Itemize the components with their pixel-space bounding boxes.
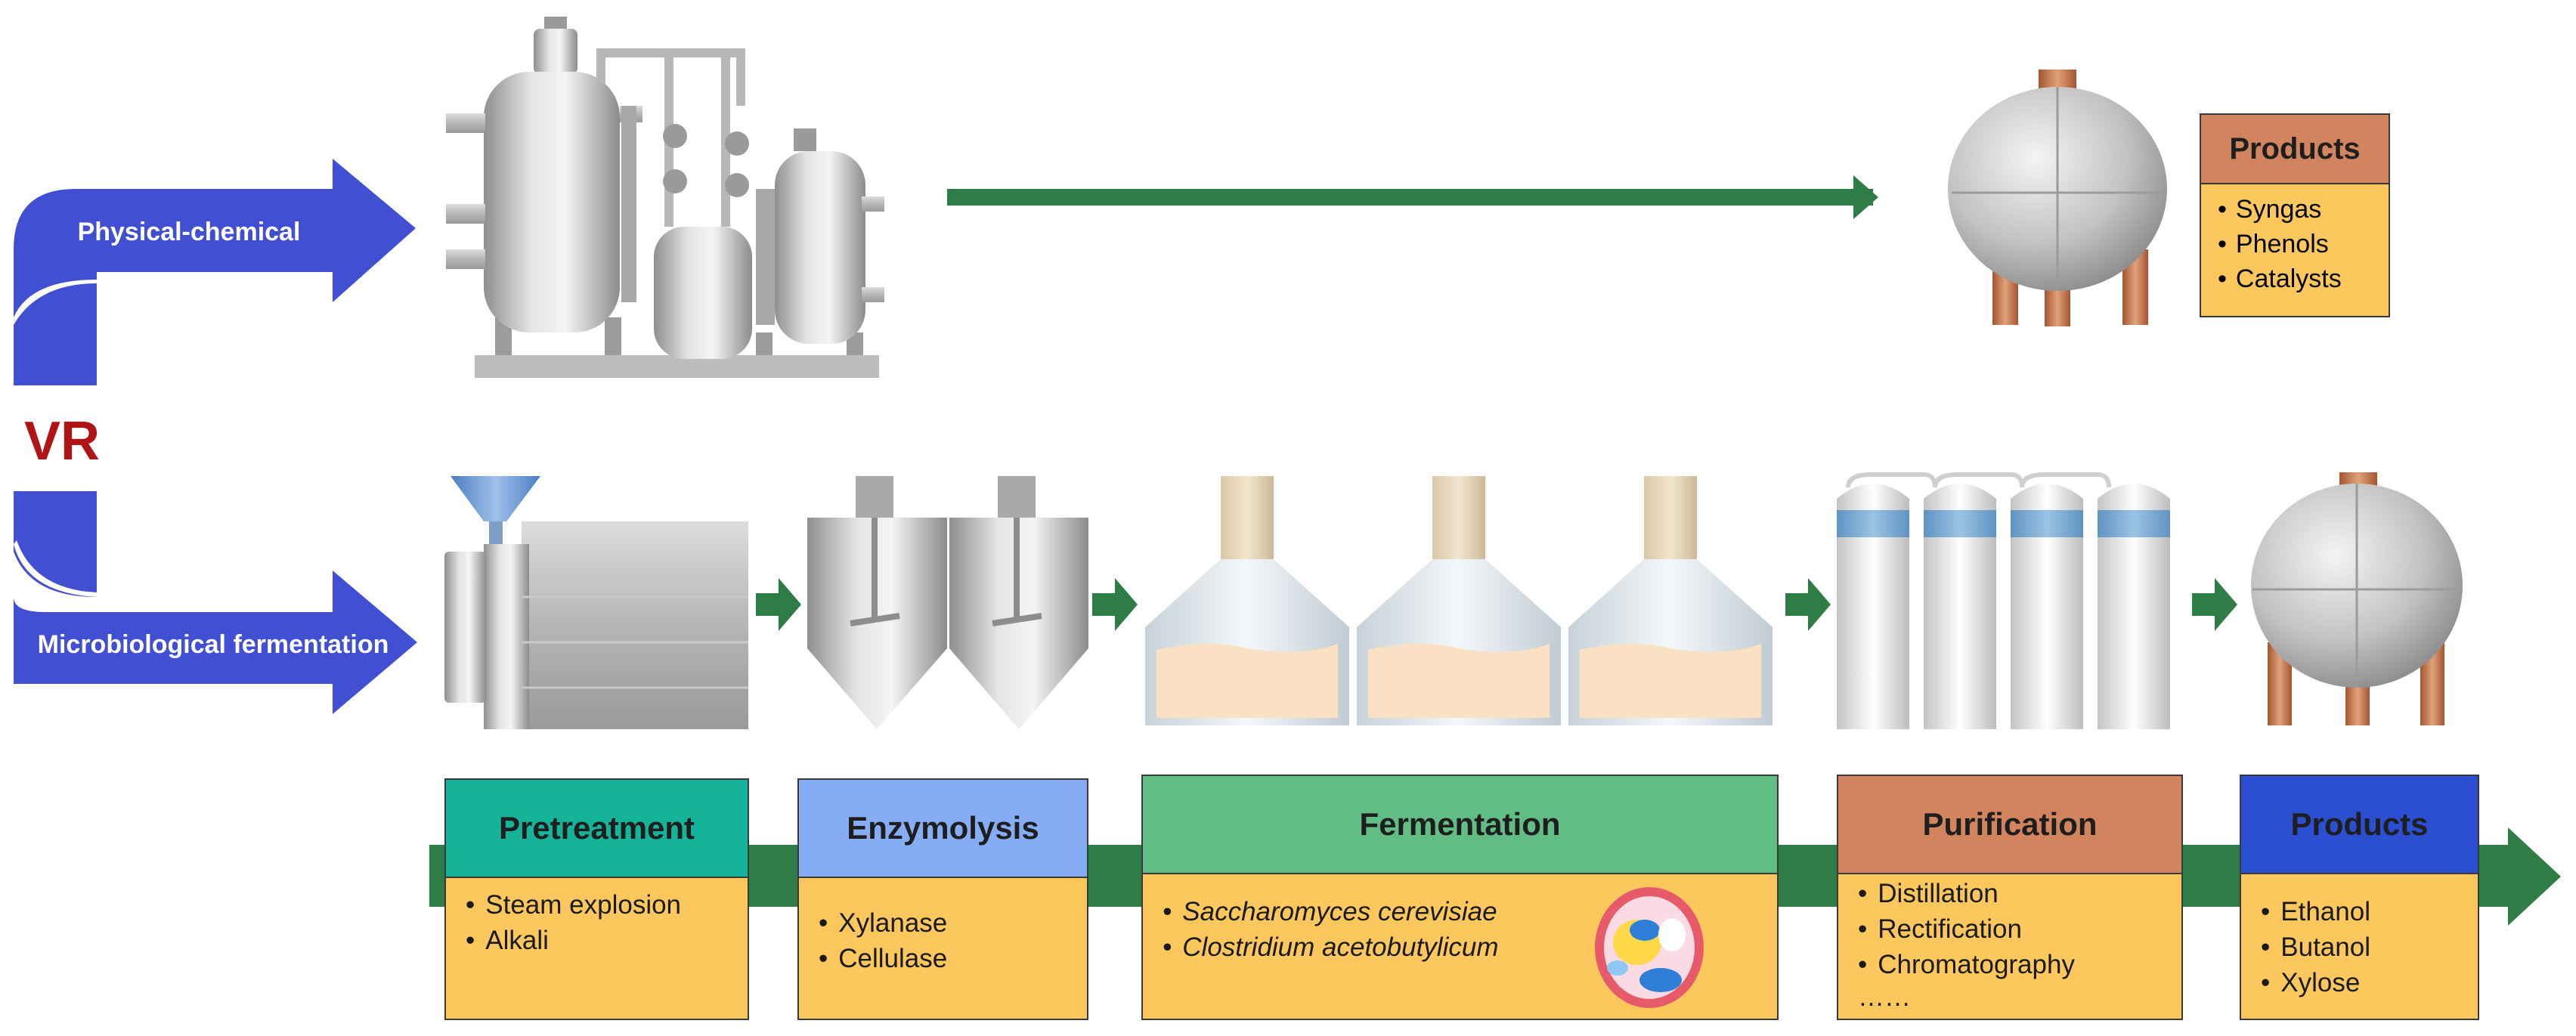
stage-items: Distillation Rectification Chromatograph… [1838,874,2181,1022]
flow-arrow-top [947,175,1878,219]
flow-arrow-small [756,578,801,631]
top-products-box: Products Syngas Phenols Catalysts [2200,113,2390,317]
top-products-list: Syngas Phenols Catalysts [2201,184,2389,304]
stage-fermentation: Fermentation Saccharomyces cerevisiae Cl… [1141,775,1779,1020]
route-arrow-bottom [14,491,417,714]
list-item: Xylose [2261,965,2458,1000]
stage-items: Saccharomyces cerevisiae Clostridium ace… [1143,874,1777,974]
list-item: Phenols [2218,227,2372,261]
spherical-tank-icon [2251,472,2463,725]
flow-arrow-small [1785,578,1831,631]
purification-column-icon [1837,472,2170,729]
flow-arrow-small [2192,578,2237,631]
route-label-microbiological-fermentation: Microbiological fermentation [38,630,389,659]
stage-products: Products Ethanol Butanol Xylose [2240,775,2479,1020]
list-item: Chromatography [1858,947,2162,982]
stage-title: Enzymolysis [799,780,1087,878]
route-label-physical-chemical: Physical-chemical [78,218,301,246]
fermenter-flask-icon [1145,476,1773,725]
list-item: Xylanase [819,905,1067,941]
stage-purification: Purification Distillation Rectification … [1837,775,2183,1020]
vr-label: VR [24,411,100,472]
stage-title: Purification [1838,776,2181,874]
hopper-tank-icon [807,476,1088,729]
stage-title: Fermentation [1143,776,1777,874]
stage-title: Pretreatment [446,780,748,878]
list-item: Alkali [466,923,728,958]
stage-enzymolysis: Enzymolysis Xylanase Cellulase [797,778,1088,1020]
list-item: Cellulase [819,941,1067,976]
microbial-cell-icon [1595,887,1704,1008]
spherical-tank-icon [1948,70,2167,326]
stage-items: Steam explosion Alkali [446,878,748,967]
extruder-icon [444,476,748,729]
stage-items: Xylanase Cellulase [799,878,1087,985]
top-products-title: Products [2201,115,2389,184]
list-item: Steam explosion [466,887,728,923]
list-item: Distillation [1858,876,2162,911]
list-item: Syngas [2218,192,2372,227]
list-item: Ethanol [2261,894,2458,929]
list-item: Clostridium acetobutylicum [1163,929,1757,965]
list-item: Catalysts [2218,261,2372,296]
flow-arrow-small [1092,578,1138,631]
stage-items: Ethanol Butanol Xylose [2241,874,2478,1010]
list-item: Butanol [2261,929,2458,965]
chemical-plant-icon [446,17,884,378]
list-item: Rectification [1858,911,2162,947]
list-item-more: …… [1858,982,1911,1012]
list-item: Saccharomyces cerevisiae [1163,894,1757,929]
route-arrow-top [14,159,416,385]
stage-pretreatment: Pretreatment Steam explosion Alkali [444,778,749,1020]
stage-title: Products [2241,776,2478,874]
